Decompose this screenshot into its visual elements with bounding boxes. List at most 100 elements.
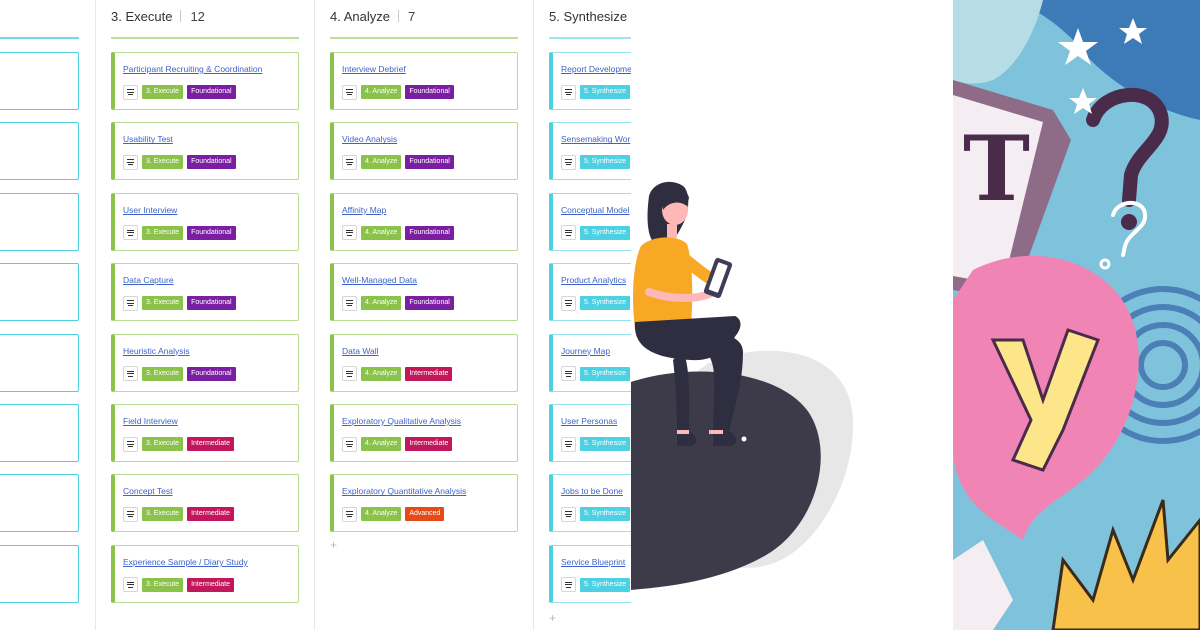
- column-underline: [111, 37, 299, 39]
- card-title-link[interactable]: Participant Recruiting & Coordination: [123, 64, 263, 74]
- column-count: 12: [190, 9, 205, 24]
- column-title: 3. Execute: [111, 9, 173, 24]
- card-title-link[interactable]: Product Analytics: [561, 275, 627, 286]
- notes-icon[interactable]: [342, 295, 357, 311]
- method-card[interactable]: ediate: [0, 404, 79, 462]
- notes-icon[interactable]: [342, 366, 357, 382]
- notes-icon[interactable]: [342, 436, 357, 452]
- notes-icon[interactable]: [123, 295, 138, 311]
- card-title-link[interactable]: Experience Sample / Diary Study: [123, 556, 248, 567]
- card-title-link[interactable]: Service Blueprint: [561, 556, 626, 567]
- level-tag: Foundational: [405, 155, 454, 170]
- notes-icon[interactable]: [123, 154, 138, 170]
- notes-icon[interactable]: [123, 84, 138, 100]
- method-card[interactable]: dational: [0, 52, 79, 110]
- notes-icon[interactable]: [561, 366, 576, 382]
- phase-tag: 5. Synthesize: [580, 366, 631, 381]
- board-column-partial: dational creeningdational dationalWorkshop…: [0, 0, 96, 630]
- method-card[interactable]: Workshopediate: [0, 263, 79, 322]
- notes-icon[interactable]: [561, 295, 576, 311]
- method-card[interactable]: Journey Map 5. Synthesize: [549, 333, 631, 392]
- card-title-link[interactable]: Sensemaking Wor: [561, 134, 631, 145]
- notes-icon[interactable]: [561, 84, 576, 100]
- notes-icon[interactable]: [342, 84, 357, 100]
- method-card[interactable]: dational: [0, 192, 79, 251]
- notes-icon[interactable]: [342, 154, 357, 170]
- level-tag: Foundational: [187, 85, 236, 99]
- phase-tag: 3. Execute: [142, 366, 184, 381]
- notes-icon[interactable]: [123, 225, 138, 241]
- method-card[interactable]: User Personas 5. Synthesize: [549, 404, 631, 462]
- phase-tag: 5. Synthesize: [580, 507, 631, 522]
- card-title-link[interactable]: Well-Managed Data: [342, 275, 417, 286]
- method-card[interactable]: Experience Sample / Diary Study 3. Execut…: [111, 544, 299, 603]
- card-tags: 5. Synthesize: [561, 577, 631, 593]
- level-tag: Foundational: [405, 225, 454, 240]
- card-title-link[interactable]: Usability Test: [123, 134, 173, 145]
- card-title-link[interactable]: Journey Map: [561, 345, 611, 356]
- phase-tag: 3. Execute: [142, 296, 184, 311]
- method-card[interactable]: Jobs to be Done 5. Synthesize: [549, 474, 631, 533]
- notes-icon[interactable]: [123, 366, 138, 382]
- method-card[interactable]: Projectnced: [0, 544, 79, 603]
- method-card[interactable]: nced: [0, 474, 79, 533]
- card-title-link[interactable]: Field Interview: [123, 416, 178, 426]
- method-card[interactable]: ediate: [0, 333, 79, 392]
- column-count: 7: [408, 9, 416, 24]
- card-title-link[interactable]: Heuristic Analysis: [123, 345, 190, 356]
- card-title-link[interactable]: User Interview: [123, 204, 178, 215]
- card-title-link[interactable]: User Personas: [561, 416, 618, 426]
- add-card-button[interactable]: +: [549, 611, 557, 625]
- notes-icon[interactable]: [561, 577, 576, 593]
- add-card-button[interactable]: +: [330, 537, 338, 552]
- method-card[interactable]: Service Blueprint 5. Synthesize: [549, 544, 631, 603]
- notes-icon[interactable]: [123, 577, 138, 593]
- level-tag: Foundational: [187, 225, 236, 240]
- notes-icon[interactable]: [342, 506, 357, 522]
- notes-icon[interactable]: [561, 154, 576, 170]
- card-title-link[interactable]: Video Analysis: [342, 134, 398, 145]
- notes-icon[interactable]: [123, 506, 138, 522]
- notes-icon[interactable]: [561, 225, 576, 241]
- notes-icon[interactable]: [123, 436, 138, 452]
- card-title-link[interactable]: Exploratory Qualitative Analysis: [342, 416, 462, 426]
- card-title-link[interactable]: Data Capture: [123, 275, 174, 286]
- notes-icon[interactable]: [561, 436, 576, 452]
- card-title-link[interactable]: Report Developme: [561, 64, 631, 74]
- person-with-phone-illustration: [631, 0, 953, 630]
- card-title-link[interactable]: Interview Debrief: [342, 64, 406, 74]
- card-title-link[interactable]: Jobs to be Done: [561, 486, 623, 497]
- phase-tag: 5. Synthesize: [580, 437, 631, 451]
- card-title-link[interactable]: Affinity Map: [342, 204, 387, 215]
- notes-icon[interactable]: [342, 225, 357, 241]
- card-title-link[interactable]: Conceptual Model: [561, 204, 630, 215]
- card-title-link[interactable]: Data Wall: [342, 345, 379, 356]
- method-card[interactable]: Report Developme 5. Synthesize: [549, 52, 631, 110]
- phase-tag: 5. Synthesize: [580, 85, 631, 99]
- card-title-link[interactable]: Exploratory Quantitative Analysis: [342, 486, 467, 497]
- level-tag: Advanced: [405, 507, 445, 522]
- method-card[interactable]: creeningdational: [0, 122, 79, 181]
- card-title-link[interactable]: Concept Test: [123, 486, 173, 497]
- notes-icon[interactable]: [561, 506, 576, 522]
